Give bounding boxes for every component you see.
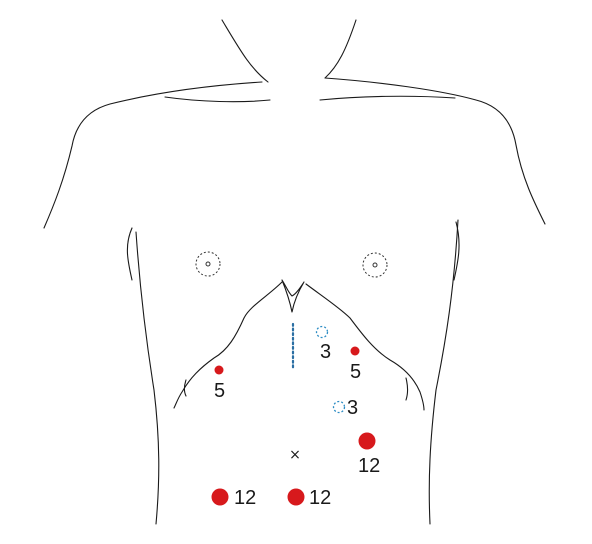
port-12mm-center-mark: [287, 488, 305, 506]
right-clavicle: [319, 95, 456, 101]
right-rib-tip: [405, 377, 409, 401]
port-5mm-right-label: 5: [350, 361, 361, 383]
port-12mm-right: 12: [358, 432, 380, 477]
port-12mm-right-mark: [358, 432, 376, 450]
neck-right: [324, 19, 357, 79]
left-costal-margin: [173, 281, 283, 409]
right-flank: [428, 219, 459, 525]
port-12mm-left: 12: [211, 487, 256, 509]
left-nipple: [195, 251, 221, 277]
left-flank: [135, 231, 160, 525]
left-armpit: [126, 227, 133, 281]
port-5mm-right: 5: [350, 346, 361, 383]
xiphoid-process: [281, 279, 305, 313]
port-12mm-center-label: 12: [309, 487, 331, 509]
port-12mm-left-label: 12: [234, 487, 256, 509]
right-nipple: [362, 252, 388, 278]
port-12mm-left-mark: [211, 488, 229, 506]
neck-left: [221, 19, 269, 83]
port-5mm-left-label: 5: [214, 380, 225, 402]
port-5mm-left-mark: [214, 365, 224, 375]
port-3mm-lower-label: 3: [347, 397, 358, 419]
port-5mm-right-mark: [350, 346, 360, 356]
port-3mm-upper: 3: [315, 325, 331, 363]
port-3mm-upper-mark: [315, 325, 329, 339]
right-costal-margin: [305, 283, 425, 411]
left-rib-tip: [183, 379, 187, 397]
port-12mm-center: 12: [287, 487, 331, 509]
right-armpit: [453, 221, 460, 281]
port-3mm-lower: 3: [332, 397, 358, 419]
left-shoulder: [43, 81, 263, 229]
port-3mm-lower-mark: [332, 400, 346, 414]
port-5mm-left: 5: [214, 365, 225, 402]
right-shoulder: [324, 77, 546, 225]
port-12mm-right-label: 12: [358, 455, 380, 477]
port-3mm-upper-label: 3: [320, 341, 331, 363]
umbilicus-marker: ×: [289, 447, 301, 463]
torso-outline: [43, 19, 546, 525]
left-clavicle: [164, 96, 271, 103]
